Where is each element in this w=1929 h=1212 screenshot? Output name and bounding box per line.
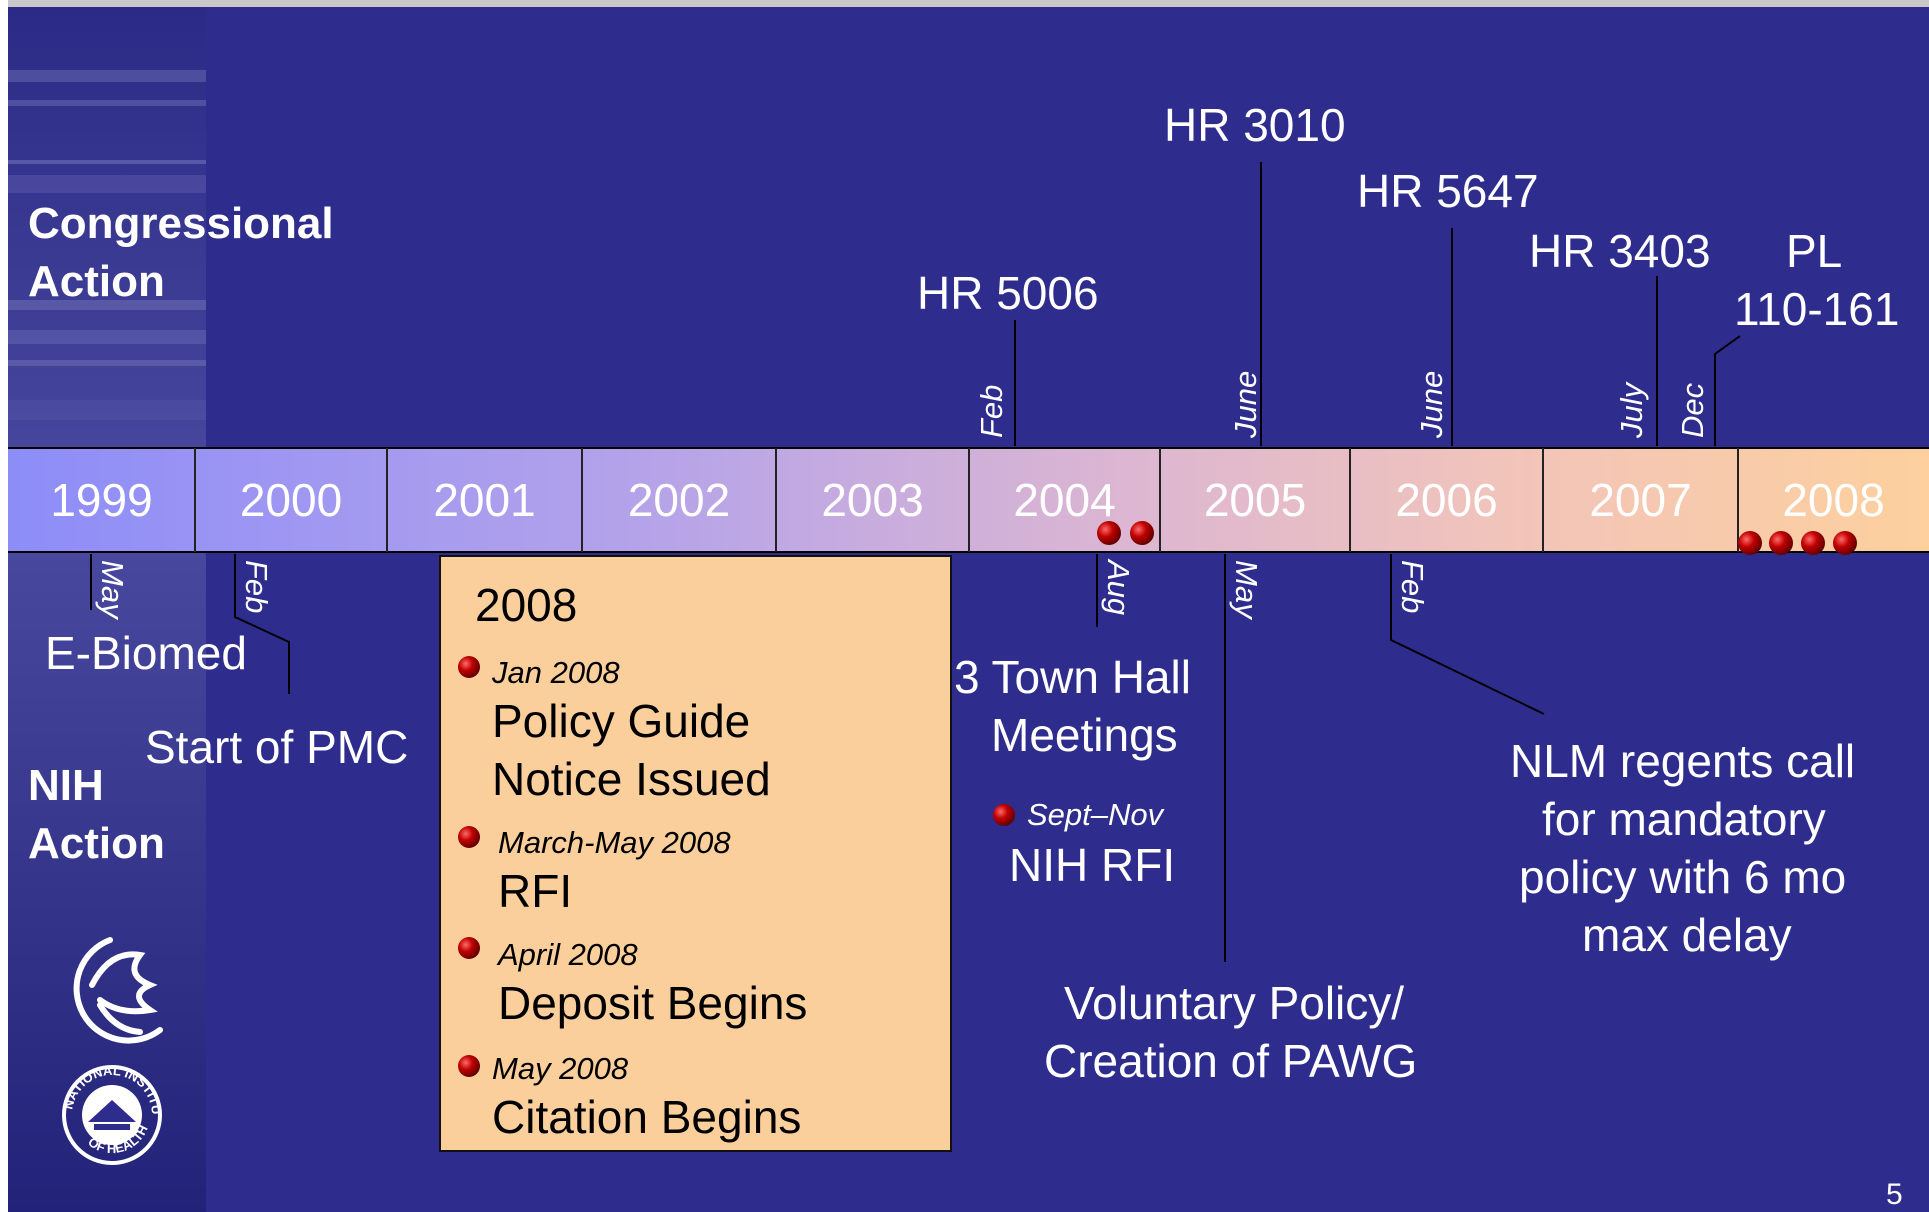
left-edge xyxy=(0,0,8,1212)
event-rfi-label: NIH RFI xyxy=(1009,839,1176,891)
month-may-voluntary: May xyxy=(1229,560,1264,619)
event-townhall-line1: 3 Town Hall xyxy=(954,651,1191,703)
month-feb-nlm: Feb xyxy=(1395,560,1430,614)
box-item2-date: March-May 2008 xyxy=(498,825,731,860)
bill-pl-line2: 110-161 xyxy=(1734,283,1900,335)
month-feb-hr5006: Feb xyxy=(974,384,1009,438)
hhs-logo xyxy=(73,937,163,1044)
timeline-dots xyxy=(1097,521,1857,555)
event-ebiomed: E-Biomed xyxy=(45,627,247,679)
event-voluntary-line1: Voluntary Policy/ xyxy=(1064,977,1405,1029)
box-item4-line1: Citation Begins xyxy=(492,1091,802,1143)
detail-box-bg xyxy=(439,555,952,1152)
bill-hr5006: HR 5006 xyxy=(917,267,1099,319)
month-aug-townhall: Aug xyxy=(1101,560,1136,616)
box-item1-line1: Policy Guide xyxy=(492,695,751,747)
year-2000: 2000 xyxy=(239,474,343,526)
year-2006: 2006 xyxy=(1395,474,1498,526)
top-strip xyxy=(0,0,1929,7)
year-2005: 2005 xyxy=(1203,474,1307,526)
month-feb-pmc: Feb xyxy=(239,560,274,614)
nih-pointer-lines xyxy=(90,554,1545,962)
box-item1-date: Jan 2008 xyxy=(492,655,620,690)
year-dividers xyxy=(194,448,1739,552)
year-2003: 2003 xyxy=(821,474,924,526)
nih-label-line2: Action xyxy=(28,819,165,868)
building-texture xyxy=(8,70,206,420)
month-may-ebiomed: May xyxy=(95,560,130,619)
month-dec-pl: Dec xyxy=(1675,382,1710,438)
month-july-hr3403: July xyxy=(1614,382,1649,438)
year-1999: 1999 xyxy=(50,474,153,526)
box-bullets xyxy=(458,656,1015,1077)
bill-hr3010: HR 3010 xyxy=(1164,99,1346,151)
year-2008: 2008 xyxy=(1782,474,1885,526)
bill-pl-line1: PL xyxy=(1786,225,1843,277)
box-item4-date: May 2008 xyxy=(492,1051,629,1086)
bill-hr3403: HR 3403 xyxy=(1529,225,1711,277)
congress-label-line2: Action xyxy=(28,257,165,306)
box-item3-line1: Deposit Begins xyxy=(498,977,808,1029)
event-voluntary-line2: Creation of PAWG xyxy=(1044,1035,1418,1087)
year-2004: 2004 xyxy=(1013,474,1116,526)
box-item1-line2: Notice Issued xyxy=(492,753,771,805)
congress-label-line1: Congressional xyxy=(28,199,334,248)
event-nlm-line1: NLM regents call xyxy=(1510,735,1856,787)
page-number: 5 xyxy=(1886,1178,1903,1211)
nih-label-line1: NIH xyxy=(28,761,104,810)
event-rfi-date: Sept–Nov xyxy=(1027,797,1164,832)
month-june-hr5647: June xyxy=(1414,370,1449,438)
event-nlm-line4: max delay xyxy=(1582,909,1792,961)
event-townhall-line2: Meetings xyxy=(991,709,1178,761)
month-june-hr3010: June xyxy=(1228,370,1263,438)
event-nlm-line2: for mandatory xyxy=(1542,793,1826,845)
box-item2-line1: RFI xyxy=(498,865,573,917)
bill-hr5647: HR 5647 xyxy=(1357,165,1539,217)
year-2007: 2007 xyxy=(1589,474,1692,526)
congress-pointer-lines xyxy=(1014,162,1741,446)
event-pmc: Start of PMC xyxy=(145,721,409,773)
year-2002: 2002 xyxy=(627,474,731,526)
year-2001: 2001 xyxy=(433,474,536,526)
box-title: 2008 xyxy=(475,579,578,631)
event-nlm-line3: policy with 6 mo xyxy=(1519,851,1847,903)
box-item3-date: April 2008 xyxy=(498,937,638,972)
